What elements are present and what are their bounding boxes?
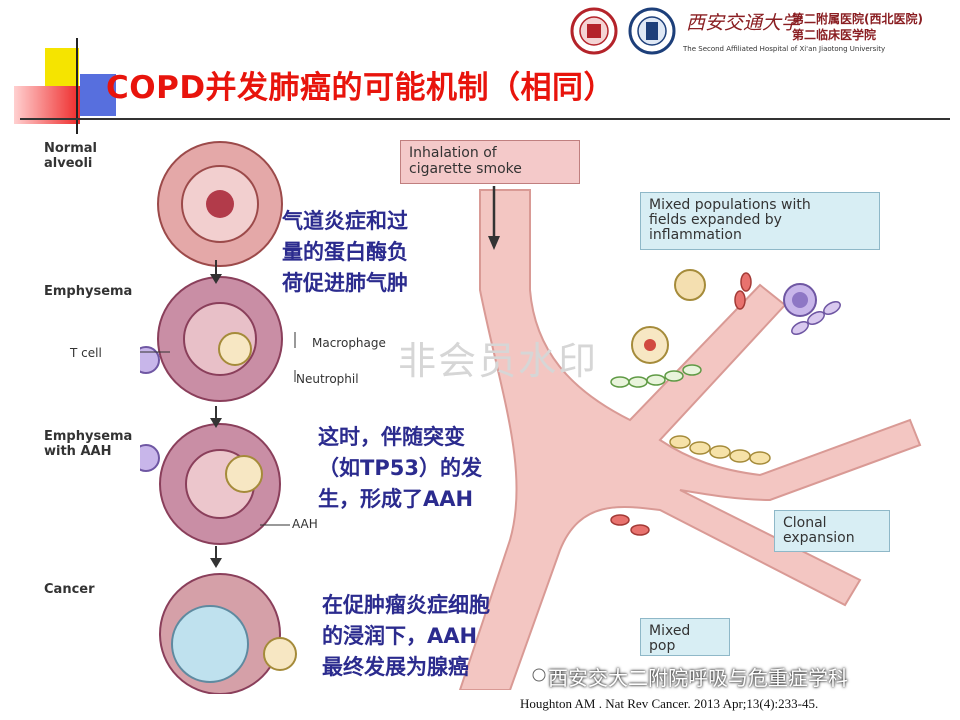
annotation-protease: 气道炎症和过 量的蛋白酶负 荷促进肺气肿: [282, 209, 408, 295]
alveoli-illustrations: [140, 141, 297, 694]
mixed-populations-box: Mixed populations with fields expanded b…: [640, 192, 880, 250]
citation: Houghton AM . Nat Rev Cancer. 2013 Apr;1…: [520, 696, 819, 711]
aah-icon: [140, 423, 281, 545]
title-underline: [20, 118, 950, 120]
stage-cancer: Cancer: [44, 582, 95, 597]
title-deco-vline: [76, 38, 78, 134]
neutrophil-label: Neutrophil: [296, 372, 359, 386]
stage-arrows: [210, 260, 222, 568]
smoke-arrow-icon: [488, 186, 500, 250]
stage-emphysema-aah: Emphysema with AAH: [44, 429, 133, 459]
stage-normal-alveoli: Normal alveoli: [44, 141, 97, 171]
college-name: 第二临床医学院: [792, 28, 877, 42]
watermark-text: 非会员水印: [398, 339, 599, 383]
clonal-expansion-box: Clonal expansion: [774, 510, 890, 552]
t-cell-label: T cell: [70, 346, 102, 360]
airway-illustration: [458, 189, 922, 690]
slide-title: COPD并发肺癌的可能机制（相同）: [106, 70, 616, 106]
aah-label: AAH: [292, 517, 318, 531]
seal-icon: [570, 7, 676, 55]
inhalation-box: Inhalation of cigarette smoke: [400, 140, 580, 184]
annotation-cancer-development: 在促肿瘤炎症细胞 的浸润下，AAH 最终发展为腺癌: [322, 593, 490, 679]
cancer-icon: [159, 573, 297, 694]
hospital-name: 第二附属医院(西北医院): [792, 12, 923, 26]
annotation-mutation: 这时，伴随突变 （如TP53）的发 生，形成了AAH: [318, 425, 482, 511]
mixed-populations-bottom-box: Mixed pop: [640, 618, 730, 656]
logo-block: [570, 4, 952, 56]
stage-emphysema: Emphysema: [44, 284, 133, 299]
wechat-icon: [532, 668, 546, 682]
wechat-source: 西安交大二附院呼吸与危重症学科: [548, 666, 848, 690]
hospital-english-name: The Second Affiliated Hospital of Xi'an …: [683, 45, 886, 53]
normal-alveoli-icon: [157, 141, 283, 267]
label-pointer-lines: [140, 332, 296, 526]
title-deco-red: [14, 86, 80, 124]
title-deco-blue: [80, 74, 116, 116]
university-name: 西安交通大学: [686, 12, 801, 34]
macrophage-label: Macrophage: [312, 336, 386, 350]
emphysema-icon: [140, 276, 283, 402]
